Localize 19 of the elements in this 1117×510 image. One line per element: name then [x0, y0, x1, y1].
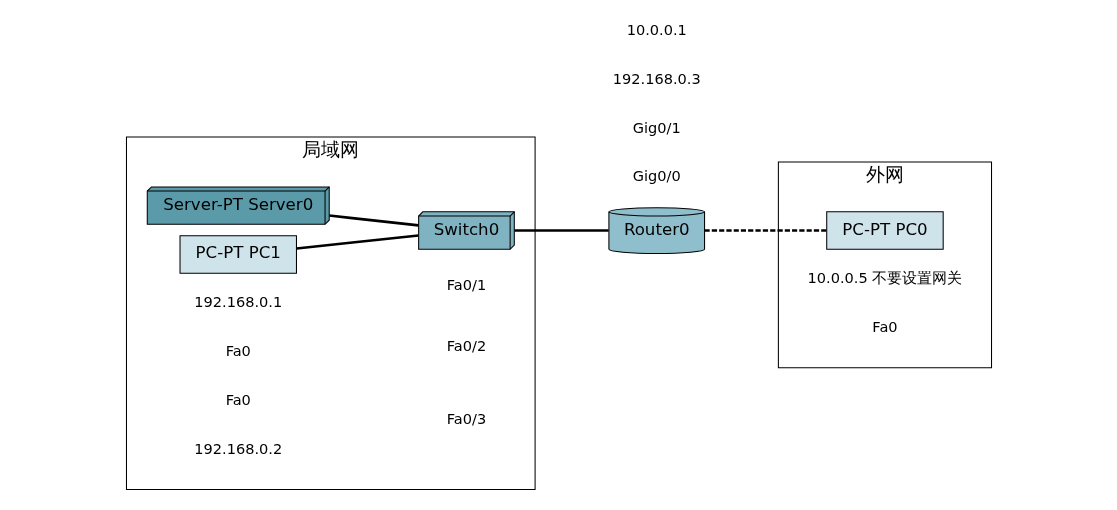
label: 10.0.0.1 — [626, 20, 687, 38]
label: Gig0/0 — [632, 167, 681, 185]
connector — [514, 229, 609, 232]
node-box: PC-PT PC0 — [825, 211, 944, 250]
connector — [328, 214, 419, 227]
label: Fa0/3 — [446, 409, 486, 427]
connector — [296, 234, 419, 250]
label: Fa0 — [225, 390, 251, 408]
connector — [704, 229, 827, 232]
label: 10.0.0.5 不要设置网关 — [807, 269, 962, 287]
label: 192.168.0.3 — [612, 69, 701, 87]
label: Fa0 — [225, 342, 251, 360]
node-box: PC-PT PC1 — [179, 235, 297, 274]
label: 192.168.0.1 — [193, 293, 282, 311]
label: Fa0/1 — [446, 275, 486, 293]
label: 192.168.0.2 — [193, 439, 282, 457]
label: Fa0/2 — [446, 336, 486, 354]
label: Gig0/1 — [632, 118, 681, 136]
label: Fa0 — [871, 318, 898, 336]
